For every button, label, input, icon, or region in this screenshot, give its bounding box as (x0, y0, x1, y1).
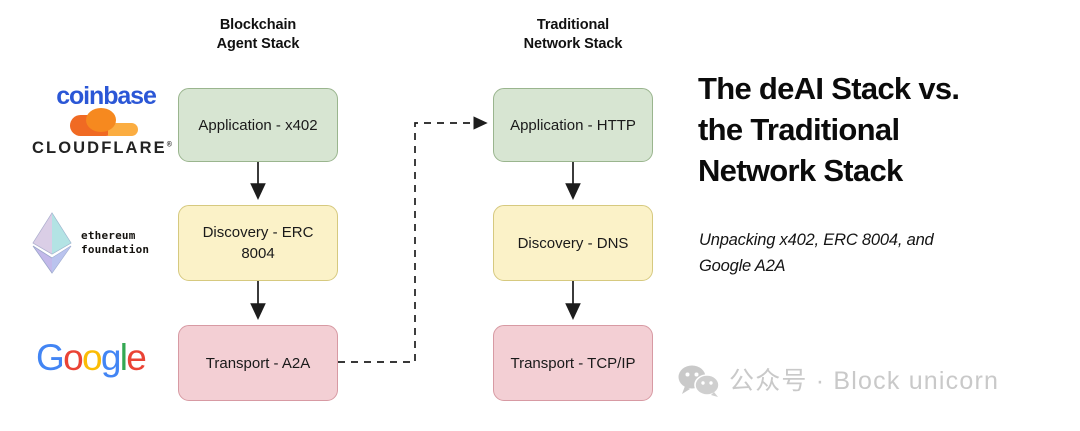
cloud-icon (66, 108, 140, 138)
column-title-line-2: Agent Stack (216, 36, 300, 52)
coinbase-logo: coinbase (42, 82, 170, 111)
ethereum-foundation-logo: ethereum foundation (30, 212, 180, 274)
cloud-tail-icon (108, 123, 138, 136)
node-discovery-erc-8004[interactable]: Discovery - ERC 8004 (178, 205, 338, 281)
ethereum-wordmark-line-1: ethereum (81, 229, 136, 242)
column-title-line-1: Traditional (536, 17, 610, 33)
node-discovery-dns[interactable]: Discovery - DNS (493, 205, 653, 281)
ethereum-foundation-wordmark: ethereum foundation (81, 229, 149, 257)
node-transport-tcp-ip[interactable]: Transport - TCP/IP (493, 325, 653, 401)
watermark: 公众号 · Block unicorn (676, 364, 999, 398)
subheadline-line-1: Unpacking x402, ERC 8004, and (699, 231, 934, 249)
dashed-link-transport-to-application (338, 116, 488, 363)
coinbase-wordmark: coinbase (56, 82, 157, 110)
node-label: Discovery - DNS (517, 234, 629, 252)
cloudflare-wordmark-text: CLOUDFLARE (32, 139, 167, 157)
google-letter-l: l (119, 337, 128, 378)
ethereum-diamond-icon (32, 212, 72, 274)
node-label: Transport - TCP/IP (510, 354, 636, 372)
google-letter-g1: G (36, 337, 65, 378)
headline-line-2: the Traditional (698, 112, 900, 147)
cloudflare-logo: CLOUDFLARE® (28, 108, 178, 158)
node-application-x402[interactable]: Application - x402 (178, 88, 338, 162)
watermark-text: 公众号 · Block unicorn (729, 367, 1000, 395)
node-label: Transport - A2A (205, 354, 311, 372)
headline: The deAI Stack vs. the Traditional Netwo… (698, 68, 1048, 191)
google-letter-e: e (126, 337, 147, 378)
column-title-line-2: Network Stack (523, 36, 623, 52)
node-label: Discovery - ERC 8004 (202, 224, 314, 262)
wechat-icon (678, 365, 720, 397)
node-label: Application - HTTP (510, 116, 636, 134)
column-title-blockchain: Blockchain Agent Stack (178, 16, 338, 54)
registered-mark: ® (166, 141, 174, 149)
subheadline: Unpacking x402, ERC 8004, and Google A2A (699, 227, 1029, 279)
headline-line-3: Network Stack (698, 153, 903, 188)
headline-line-1: The deAI Stack vs. (698, 71, 960, 106)
column-title-line-1: Blockchain (219, 17, 297, 33)
node-application-http[interactable]: Application - HTTP (493, 88, 653, 162)
google-letter-o1: o (63, 337, 84, 378)
ethereum-wordmark-line-2: foundation (81, 243, 150, 256)
google-letter-o2: o (81, 337, 103, 378)
google-letter-g2: g (100, 337, 122, 378)
subheadline-line-2: Google A2A (699, 257, 786, 275)
node-label: Application - x402 (198, 116, 318, 134)
cloudflare-wordmark: CLOUDFLARE® (32, 139, 174, 158)
column-title-traditional: Traditional Network Stack (493, 16, 653, 54)
node-transport-a2a[interactable]: Transport - A2A (178, 325, 338, 401)
